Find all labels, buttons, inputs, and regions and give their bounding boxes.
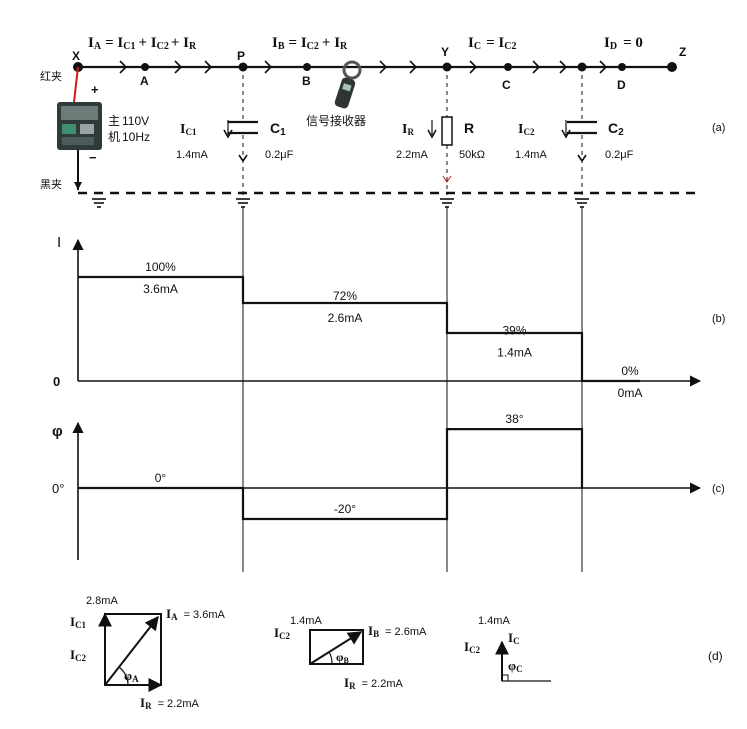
panel-d-label: (d)	[708, 649, 723, 663]
d1-top-value: 2.8mA	[86, 595, 118, 607]
black-clip-label: 黑夹	[40, 178, 62, 191]
c1-branch	[223, 67, 258, 195]
ib-equation: IB= IC2+ IR	[272, 35, 348, 52]
id-equation: ID= 0	[604, 35, 643, 52]
d3-top-value: 1.4mA	[478, 615, 510, 627]
receiver-label: 信号接收器	[306, 113, 366, 128]
phasor-diagram-a	[98, 612, 163, 692]
current-pct-label: 100%	[145, 260, 176, 274]
current-value-label: 2.6mA	[328, 311, 363, 325]
d1-ir-label: IR= 2.2mA	[140, 695, 199, 711]
ir-value: 2.2mA	[396, 149, 428, 161]
guide-lines	[242, 207, 583, 572]
phasor-panel: 2.8mA IC1 IC2 IA= 3.6mA φA IR= 2.2mA 1.4…	[70, 595, 723, 711]
panel-b-label: (b)	[712, 313, 725, 325]
phase-angle-label: 0°	[155, 471, 167, 485]
d3-phi-label: φC	[508, 658, 523, 674]
phase-axis-label: φ	[52, 423, 63, 440]
d1-ia-label: IA= 3.6mA	[166, 606, 225, 622]
d2-ic2-label: IC2	[274, 625, 291, 641]
capacitor-icon	[567, 120, 597, 135]
node-d-label: D	[617, 78, 626, 92]
current-pct-label: 39%	[502, 323, 526, 337]
d1-ic1-label: IC1	[70, 614, 87, 630]
d3-ic-label: IC	[508, 630, 520, 646]
phase-angle-label: -20°	[334, 502, 356, 516]
d1-ic2-label: IC2	[70, 647, 87, 663]
ic2-value: 1.4mA	[515, 149, 547, 161]
host-label-2: 机	[108, 130, 120, 144]
ic1-value: 1.4mA	[176, 149, 208, 161]
node-a-label: A	[140, 74, 149, 88]
node-c-label: C	[502, 78, 511, 92]
phase-step-line	[78, 428, 584, 521]
current-pct-label: 72%	[333, 289, 357, 303]
resistor-icon	[441, 116, 453, 146]
current-value-label: 1.4mA	[497, 345, 532, 359]
current-profile-panel: I 0 100% 3.6mA 72% 2.6mA 39% 1.4mA 0% 0mA (b)	[53, 234, 725, 400]
r-value: 50kΩ	[459, 149, 485, 161]
phase-labels: 0° -20° 38°	[155, 412, 524, 516]
c2-value: 0.2μF	[605, 149, 634, 161]
current-pct-label: 0%	[621, 364, 639, 378]
ground-icon	[92, 198, 589, 208]
phase-profile-panel: φ 0° 0° -20° 38° (c)	[52, 412, 725, 560]
host-frequency: 10Hz	[122, 130, 150, 144]
d3-ic2-label: IC2	[464, 639, 481, 655]
c1-value: 0.2μF	[265, 149, 294, 161]
phasor-diagram-b	[309, 629, 364, 665]
current-zero-label: 0	[53, 374, 60, 389]
node-y-label: Y	[441, 45, 449, 59]
d2-phi-label: φB	[336, 650, 350, 665]
phase-angle-label: 38°	[505, 412, 523, 426]
d1-phi-label: φA	[124, 668, 139, 684]
ia-equation: IA= IC1+ IC2+ IR	[88, 35, 197, 52]
d2-ib-label: IB= 2.6mA	[368, 623, 427, 639]
node-x-label: X	[72, 49, 80, 63]
node-b-label: B	[302, 74, 311, 88]
current-labels: 100% 3.6mA 72% 2.6mA 39% 1.4mA 0% 0mA	[143, 260, 642, 400]
panel-a-label: (a)	[712, 122, 725, 134]
current-axis-label: I	[57, 234, 61, 251]
node-z-label: Z	[679, 45, 686, 59]
c1-name: C1	[270, 120, 286, 138]
red-clip-label: 红夹	[40, 70, 62, 83]
r-name: R	[464, 120, 474, 136]
node-p-label: P	[237, 49, 245, 63]
panel-c-label: (c)	[712, 483, 725, 495]
instrument-icon	[57, 66, 102, 190]
c2-branch	[561, 67, 597, 195]
c2-name: C2	[608, 120, 624, 138]
current-value-label: 3.6mA	[143, 282, 178, 296]
ic2-label: IC2	[518, 122, 535, 137]
clamp-receiver-icon	[334, 60, 362, 109]
host-label-1: 主	[108, 114, 120, 128]
phase-zero-label: 0°	[52, 481, 64, 496]
r-branch	[427, 67, 453, 195]
current-value-label: 0mA	[618, 386, 643, 400]
plus-terminal: +	[91, 82, 99, 97]
host-voltage: 110V	[122, 114, 149, 128]
current-step-line	[78, 275, 640, 383]
ic-equation: IC= IC2	[468, 35, 516, 52]
phasor-diagram-c	[495, 640, 551, 682]
ir-label: IR	[402, 122, 414, 137]
d2-top-value: 1.4mA	[290, 615, 322, 627]
current-direction-chevrons	[119, 60, 608, 74]
minus-terminal: −	[89, 150, 97, 165]
circuit-panel: X A P B Y C D Z IA= IC1+ IC2+ IR IB= IC2…	[40, 35, 725, 208]
capacitor-icon	[228, 120, 258, 135]
d2-ir-label: IR= 2.2mA	[344, 675, 403, 691]
ic1-label: IC1	[180, 122, 197, 137]
